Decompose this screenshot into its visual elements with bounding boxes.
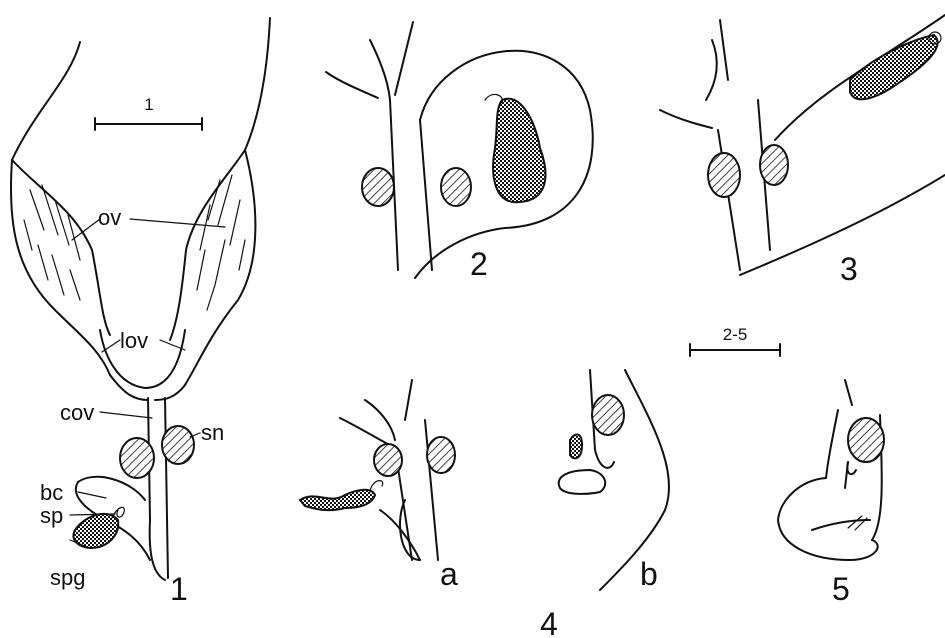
seminal-nodule-right (162, 426, 194, 464)
seminal-nodule (848, 418, 884, 462)
seminal-nodule (592, 395, 624, 435)
figure-label-5: 5 (832, 571, 850, 607)
spermatophore (300, 490, 375, 510)
figure-label-2: 2 (470, 246, 488, 282)
figure-label-1: 1 (170, 571, 188, 607)
figure-3-drawing (660, 15, 945, 275)
spermatophore (493, 99, 545, 203)
figure-label-4: 4 (540, 606, 558, 638)
figure-2-drawing (326, 22, 593, 278)
label-cov: cov (60, 400, 94, 425)
label-bc: bc (40, 480, 63, 505)
seminal-nodule-right (441, 168, 471, 206)
scale-bar-1 (95, 118, 202, 130)
label-ov: ov (98, 205, 121, 230)
spermatophore (570, 435, 582, 459)
scale-bar-1-label: 1 (144, 95, 153, 114)
label-sn: sn (201, 420, 224, 445)
seminal-nodule-left (374, 444, 402, 476)
spermatophore-group (73, 514, 118, 548)
figure-label-4a: a (440, 556, 458, 592)
spermatophore (850, 35, 938, 99)
seminal-nodule-left (708, 153, 740, 197)
seminal-nodule-right (760, 145, 788, 185)
figure-label-3: 3 (840, 251, 858, 287)
figure-4a-drawing (300, 380, 455, 560)
label-spg: spg (50, 565, 85, 590)
figure-label-4b: b (640, 556, 658, 592)
scale-bar-2-5 (690, 344, 780, 356)
seminal-nodule-left (362, 168, 394, 206)
seminal-nodule-right (427, 437, 455, 473)
scale-bar-2-5-label: 2-5 (723, 325, 748, 344)
label-sp: sp (40, 503, 63, 528)
seminal-nodule-left (120, 438, 154, 478)
label-lov: lov (120, 328, 148, 353)
figure-5-drawing (778, 380, 884, 560)
